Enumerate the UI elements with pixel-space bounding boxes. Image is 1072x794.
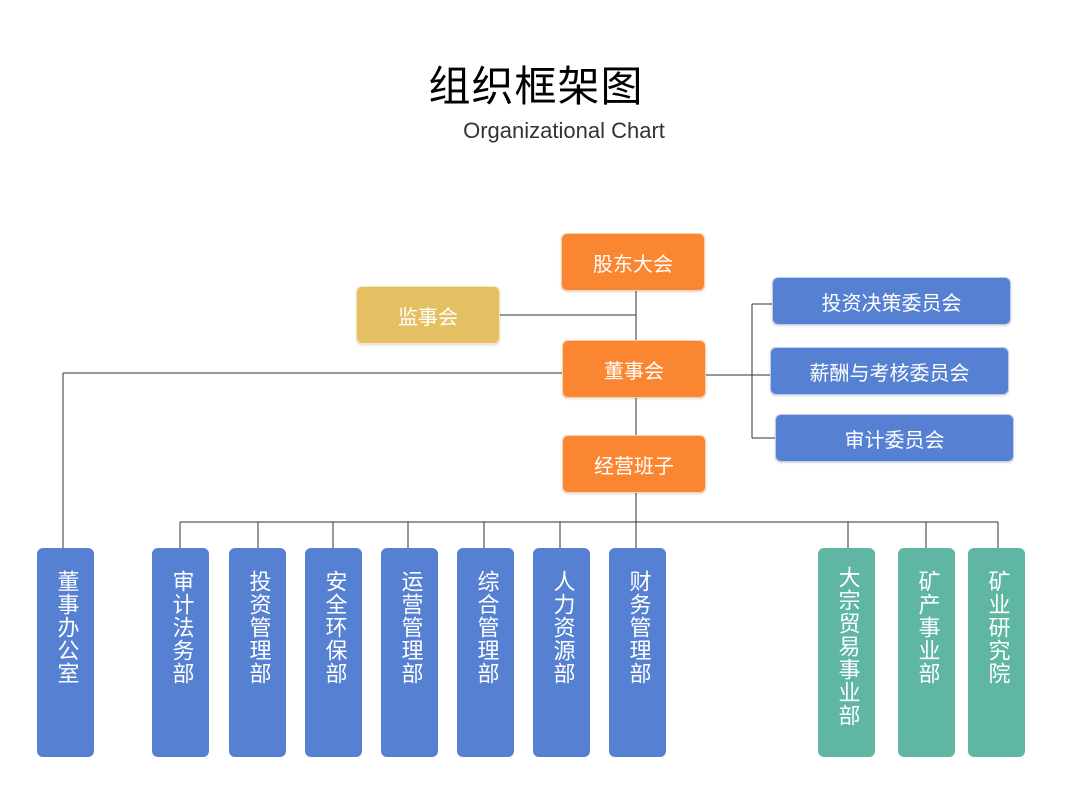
node-board: 董事会 — [562, 340, 706, 398]
dept-investment-mgmt-label: 投资管理部 — [245, 570, 271, 685]
dept-safety-env: 安全环保部 — [305, 548, 362, 757]
dept-operations-mgmt: 运营管理部 — [381, 548, 438, 757]
dept-hr-label: 人力资源部 — [549, 570, 575, 685]
page-subtitle: Organizational Chart — [463, 118, 665, 143]
dept-board-office-label: 董事办公室 — [53, 570, 79, 685]
page-title: 组织框架图 — [428, 62, 644, 111]
dept-board-office: 董事办公室 — [37, 548, 94, 757]
dept-audit-legal-label: 审计法务部 — [168, 570, 194, 685]
dept-bulk-trade-label: 大宗贸易事业部 — [834, 566, 860, 727]
dept-mining-institute-label: 矿业研究院 — [984, 570, 1010, 685]
dept-mining-business-label: 矿产事业部 — [914, 570, 940, 685]
dept-finance-mgmt-label: 财务管理部 — [625, 570, 651, 685]
node-compensation-committee: 薪酬与考核委员会 — [770, 347, 1009, 395]
dept-finance-mgmt: 财务管理部 — [609, 548, 666, 757]
dept-operations-mgmt-label: 运营管理部 — [397, 570, 423, 685]
dept-safety-env-label: 安全环保部 — [321, 570, 347, 685]
dept-audit-legal: 审计法务部 — [152, 548, 209, 757]
dept-hr: 人力资源部 — [533, 548, 590, 757]
node-supervisors: 监事会 — [356, 286, 500, 344]
dept-bulk-trade: 大宗贸易事业部 — [818, 548, 875, 757]
node-management: 经营班子 — [562, 435, 706, 493]
dept-mining-institute: 矿业研究院 — [968, 548, 1025, 757]
dept-mining-business: 矿产事业部 — [898, 548, 955, 757]
dept-general-mgmt-label: 综合管理部 — [473, 570, 499, 685]
dept-general-mgmt: 综合管理部 — [457, 548, 514, 757]
node-shareholders: 股东大会 — [561, 233, 705, 291]
node-investment-committee: 投资决策委员会 — [772, 277, 1011, 325]
dept-investment-mgmt: 投资管理部 — [229, 548, 286, 757]
node-audit-committee: 审计委员会 — [775, 414, 1014, 462]
